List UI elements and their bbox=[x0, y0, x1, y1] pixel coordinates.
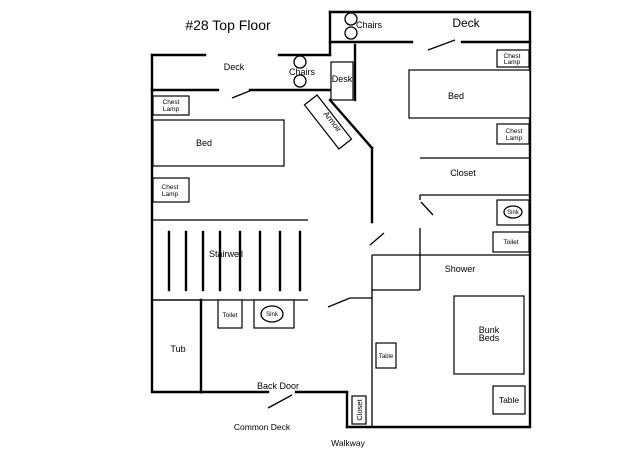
stair-treads bbox=[167, 230, 302, 292]
sink-left-label: Sink bbox=[266, 312, 279, 318]
door-swing-deck bbox=[427, 39, 456, 51]
door-swing-left-deck bbox=[231, 89, 253, 99]
deck-right-label: Deck bbox=[452, 16, 480, 30]
closet-bottom bbox=[351, 395, 367, 425]
chest-lamp-right-top-label-2: Lamp bbox=[504, 59, 521, 66]
toilet-left-label: Toilet bbox=[222, 312, 237, 319]
toilet-right bbox=[492, 231, 530, 253]
chest-lamp-left-top-label-1: Chest bbox=[163, 99, 180, 106]
door-swing-hall bbox=[369, 232, 385, 246]
chest-lamp-right-mid-label-1: Chest bbox=[506, 128, 523, 135]
chest-lamp-left-mid-label-1: Chest bbox=[162, 184, 179, 191]
room-labels: #28 Top Floor Deck Deck Chairs Chairs De… bbox=[162, 16, 523, 448]
chair-left-2 bbox=[293, 74, 307, 88]
stairwell-label: Stairwell bbox=[209, 249, 243, 259]
chest-lamp-right-top-label-1: Chest bbox=[504, 53, 521, 60]
furniture bbox=[152, 12, 531, 425]
bed-right-label: Bed bbox=[448, 91, 464, 101]
chest-lamp-right-top bbox=[496, 49, 530, 68]
tub-label: Tub bbox=[170, 344, 185, 354]
closet-right-label: Closet bbox=[450, 168, 476, 178]
sink-right-counter bbox=[496, 199, 530, 226]
chest-lamp-left-mid bbox=[152, 177, 190, 203]
deck-left-label: Deck bbox=[224, 62, 245, 72]
table-small-label: Table bbox=[379, 354, 394, 360]
table-large-label: Table bbox=[499, 395, 520, 405]
page-title: #28 Top Floor bbox=[185, 17, 271, 33]
door-swing-back-door bbox=[267, 394, 293, 409]
shower-label: Shower bbox=[445, 264, 476, 274]
armoir bbox=[303, 94, 353, 150]
chest-lamp-right-mid-label-2: Lamp bbox=[506, 135, 523, 142]
chest-lamp-left-top bbox=[152, 95, 190, 116]
sink-right-basin bbox=[503, 205, 523, 219]
interior-walls bbox=[150, 39, 532, 427]
walkway-label: Walkway bbox=[331, 438, 365, 448]
desk-label: Desk bbox=[332, 74, 353, 84]
door-swing-bath bbox=[420, 201, 434, 216]
chair-right-2 bbox=[344, 26, 358, 40]
bunk-label-2: Beds bbox=[479, 333, 500, 343]
common-deck-label: Common Deck bbox=[234, 422, 291, 432]
table-large bbox=[492, 385, 526, 415]
bed-right bbox=[408, 69, 531, 119]
bunk-label-1: Bunk bbox=[479, 325, 500, 335]
chairs-left-label: Chairs bbox=[289, 67, 316, 77]
bed-left-label: Bed bbox=[196, 138, 212, 148]
bed-left bbox=[152, 119, 285, 167]
sink-right-label: Sink bbox=[507, 210, 520, 216]
chest-lamp-right-mid bbox=[496, 123, 530, 145]
chair-right-1 bbox=[344, 12, 358, 26]
chairs-right-label: Chairs bbox=[356, 20, 383, 30]
closet-bottom-label: Closet bbox=[355, 398, 364, 420]
back-door-label: Back Door bbox=[257, 381, 299, 391]
table-small bbox=[375, 342, 397, 369]
toilet-right-label: Toilet bbox=[503, 239, 518, 246]
chest-lamp-left-mid-label-2: Lamp bbox=[162, 191, 179, 198]
desk bbox=[330, 61, 354, 101]
outer-walls bbox=[150, 10, 532, 429]
sink-left-basin bbox=[260, 305, 284, 323]
bunk-beds bbox=[453, 295, 525, 375]
toilet-left bbox=[217, 299, 243, 329]
chair-left-1 bbox=[293, 55, 307, 69]
chest-lamp-left-top-label-2: Lamp bbox=[163, 106, 180, 113]
door-swing-bunk bbox=[327, 297, 351, 308]
